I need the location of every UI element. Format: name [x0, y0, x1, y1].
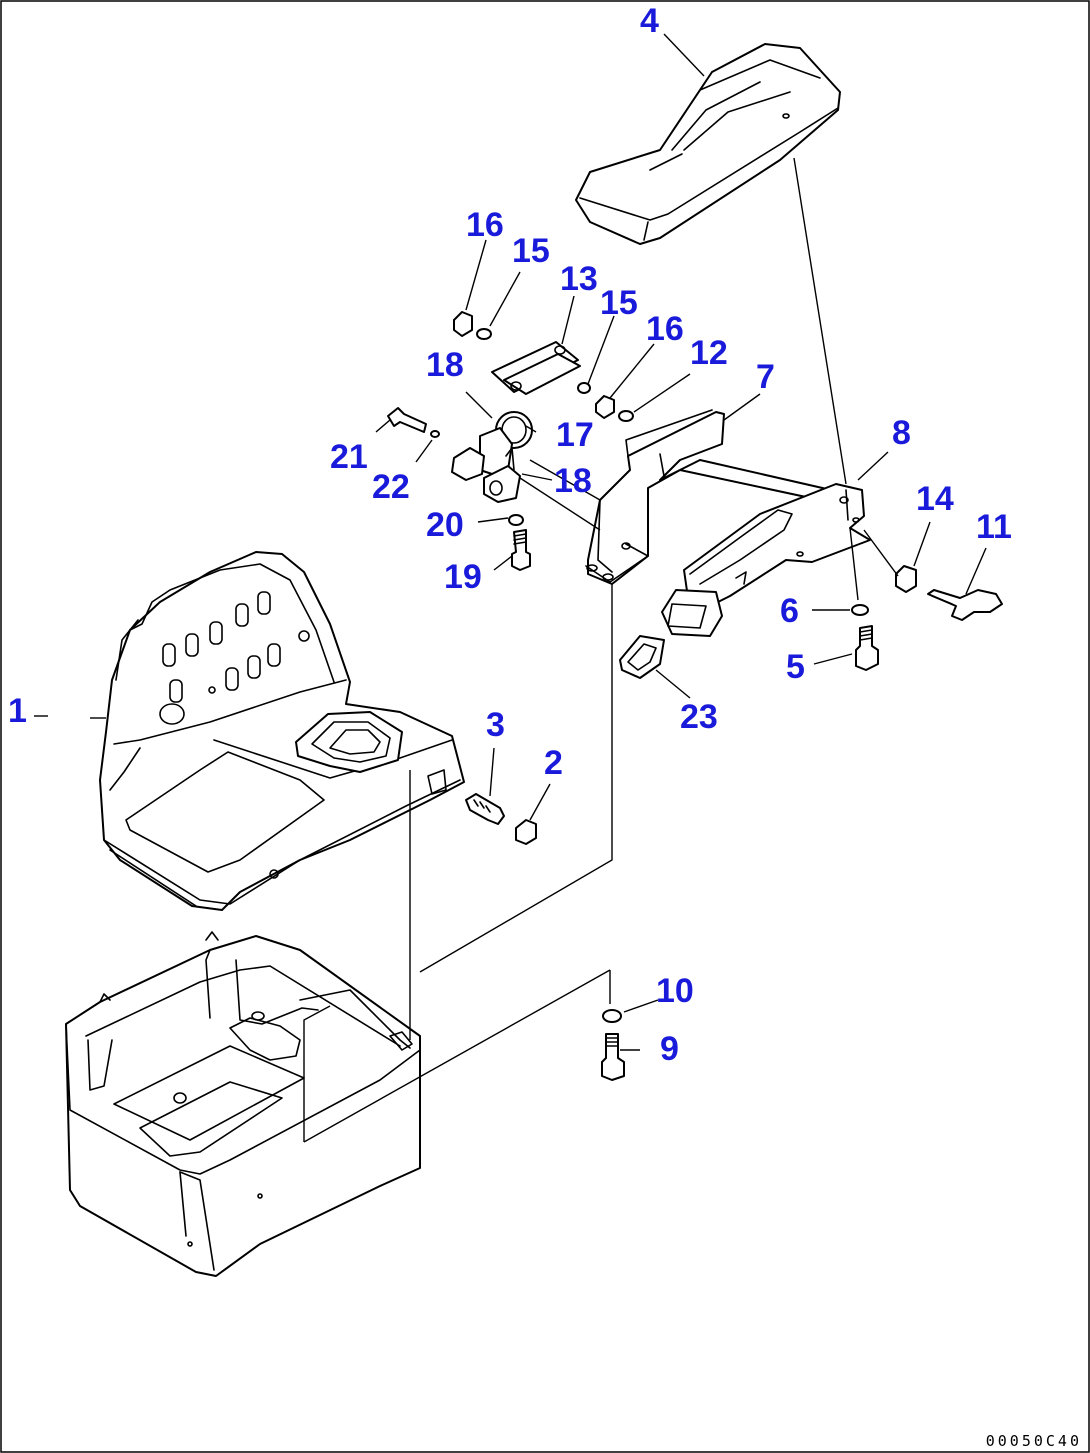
console-cover — [99, 551, 465, 911]
callout-20: 20 — [426, 506, 464, 544]
rotary-switch — [451, 411, 533, 503]
callout-11: 11 — [976, 508, 1012, 546]
callout-15-upper: 15 — [512, 232, 550, 270]
callout-18-lower: 18 — [554, 462, 592, 500]
callout-5: 5 — [786, 648, 805, 686]
washer-6 — [851, 604, 869, 616]
washer-12 — [618, 410, 634, 422]
bolt-5 — [855, 625, 879, 671]
washer-20 — [508, 514, 524, 526]
callout-15-lower: 15 — [600, 284, 638, 322]
bracket — [585, 409, 841, 585]
callout-3: 3 — [486, 706, 505, 744]
screw-21 — [387, 407, 427, 433]
callout-23: 23 — [680, 698, 718, 736]
callout-14: 14 — [916, 480, 954, 518]
callout-13: 13 — [560, 260, 598, 298]
callout-18-upper: 18 — [426, 346, 464, 384]
washer-10 — [602, 1009, 622, 1023]
callout-16-upper: 16 — [466, 206, 504, 244]
callout-1: 1 — [8, 692, 27, 730]
callout-6: 6 — [780, 592, 799, 630]
console-box — [65, 931, 421, 1277]
washer-15-upper — [476, 328, 492, 340]
nut-16-upper — [453, 311, 473, 337]
lever-plate — [683, 483, 871, 609]
callout-19: 19 — [444, 558, 482, 596]
leader-lines — [34, 33, 987, 1051]
cap-2 — [515, 819, 537, 845]
callout-numbers: 4 16 15 13 15 16 12 7 18 8 17 21 18 22 1… — [8, 2, 1012, 1068]
armrest-pad — [575, 43, 841, 245]
switch-housing — [661, 589, 723, 637]
callout-9: 9 — [660, 1030, 679, 1068]
callout-12: 12 — [690, 334, 728, 372]
callout-10: 10 — [656, 972, 694, 1010]
callout-7: 7 — [756, 358, 775, 396]
assembly-lines — [303, 157, 899, 1143]
connector — [619, 635, 665, 679]
callout-2: 2 — [544, 744, 563, 782]
bolt-9 — [601, 1033, 625, 1081]
callout-21: 21 — [330, 438, 368, 476]
knob-11 — [927, 589, 1003, 621]
washer-15-lower — [577, 382, 591, 394]
callout-22: 22 — [372, 468, 410, 506]
bolt-19 — [511, 529, 531, 571]
nut-16-lower — [595, 395, 615, 419]
callout-4: 4 — [640, 2, 659, 40]
bolt-3 — [465, 793, 505, 825]
mounting-plate — [491, 341, 581, 395]
nut-14 — [895, 565, 917, 593]
callout-8: 8 — [892, 414, 911, 452]
callout-16-lower: 16 — [646, 310, 684, 348]
drawing-code: 00050C40 — [986, 1432, 1082, 1450]
callout-17: 17 — [556, 416, 594, 454]
washer-22 — [430, 430, 440, 438]
